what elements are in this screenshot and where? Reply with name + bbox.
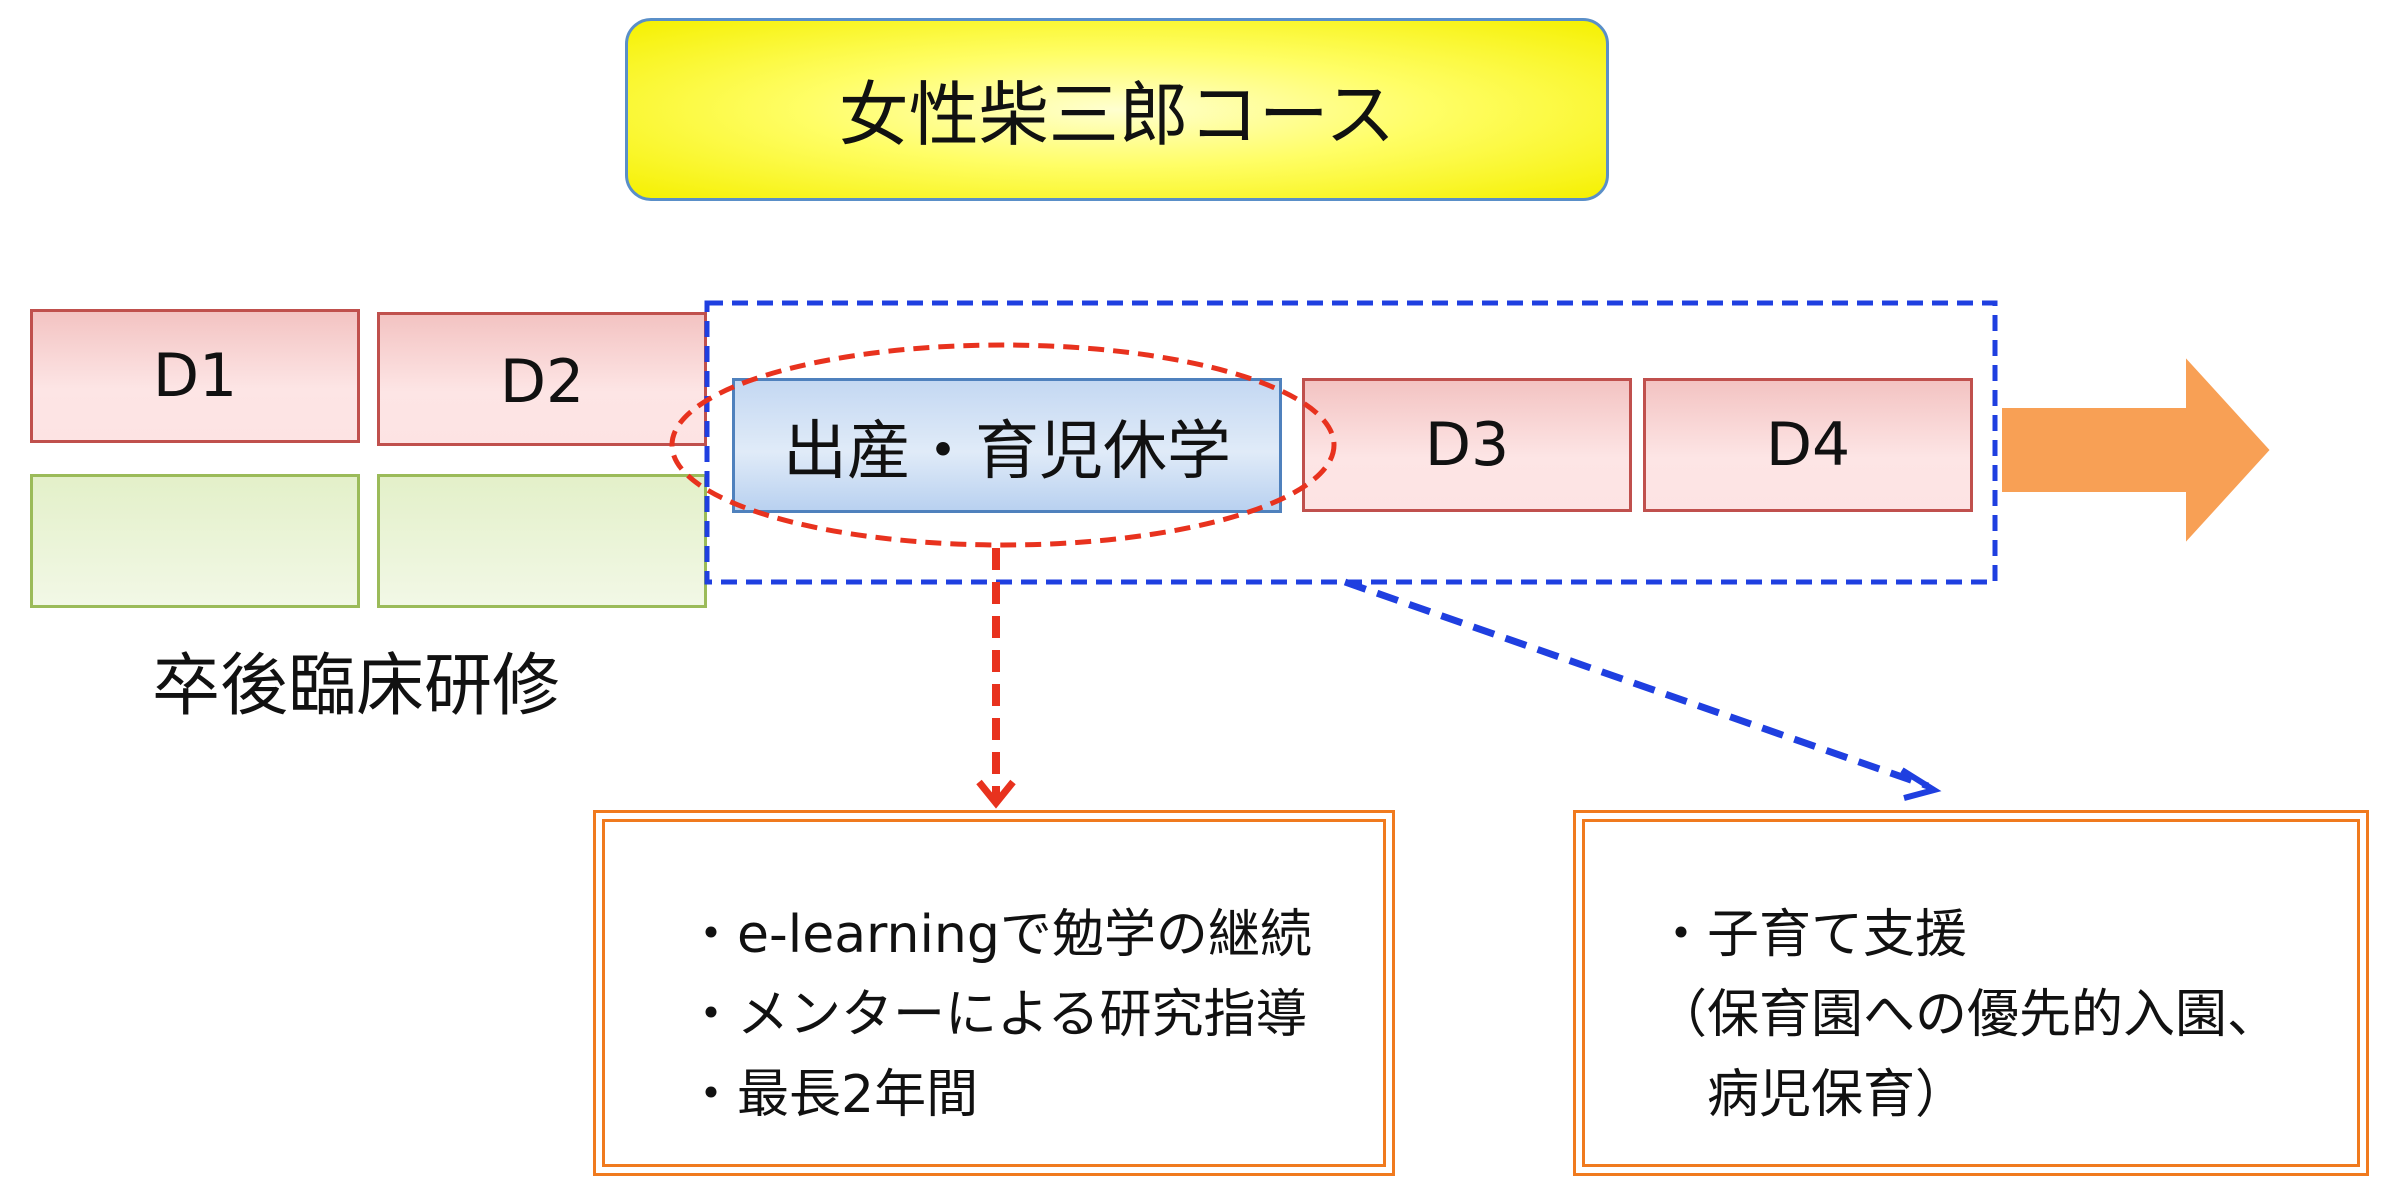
- box-leave-label: 出産・育児休学: [783, 414, 1231, 489]
- timeline-arrow-icon: [1994, 337, 2281, 563]
- dashed-leave-highlight: [669, 342, 1337, 548]
- leave-support-note: ・e-learningで勉学の継続 ・メンターによる研究指導 ・最長2年間: [593, 810, 1395, 1176]
- childcare-note-line-3: 病児保育）: [1655, 1065, 1968, 1125]
- box-d4-label: D4: [1765, 410, 1851, 480]
- box-d3-label: D3: [1424, 410, 1510, 480]
- residency-caption: 卒後臨床研修: [152, 647, 561, 726]
- leave-note-line-1: ・e-learningで勉学の継続: [685, 905, 1312, 965]
- dashed-period-frame: [704, 300, 1998, 585]
- childcare-note-line-1: ・子育て支援: [1655, 905, 1968, 965]
- box-d3: D3: [1302, 378, 1632, 512]
- leave-note-line-3: ・最長2年間: [685, 1065, 979, 1125]
- childcare-note-line-2: （保育園への優先的入園、: [1655, 985, 2280, 1045]
- box-residency-1: [30, 474, 360, 608]
- course-title: 女性柴三郎コース: [625, 18, 1609, 201]
- red-arrowhead-icon: [976, 779, 1016, 809]
- leave-note-line-2: ・メンターによる研究指導: [685, 985, 1308, 1045]
- course-title-text: 女性柴三郎コース: [838, 74, 1396, 156]
- box-leave: 出産・育児休学: [732, 378, 1282, 513]
- childcare-support-note: ・子育て支援 （保育園への優先的入園、 病児保育）: [1573, 810, 2369, 1176]
- box-d1-label: D1: [152, 341, 238, 411]
- box-d4: D4: [1643, 378, 1973, 512]
- box-residency-2: [377, 474, 707, 608]
- box-d2: D2: [377, 312, 707, 446]
- blue-connector-line: [1343, 578, 1930, 790]
- blue-arrowhead-icon: [1900, 767, 1942, 801]
- box-d2-label: D2: [499, 347, 585, 417]
- box-d1: D1: [30, 309, 360, 443]
